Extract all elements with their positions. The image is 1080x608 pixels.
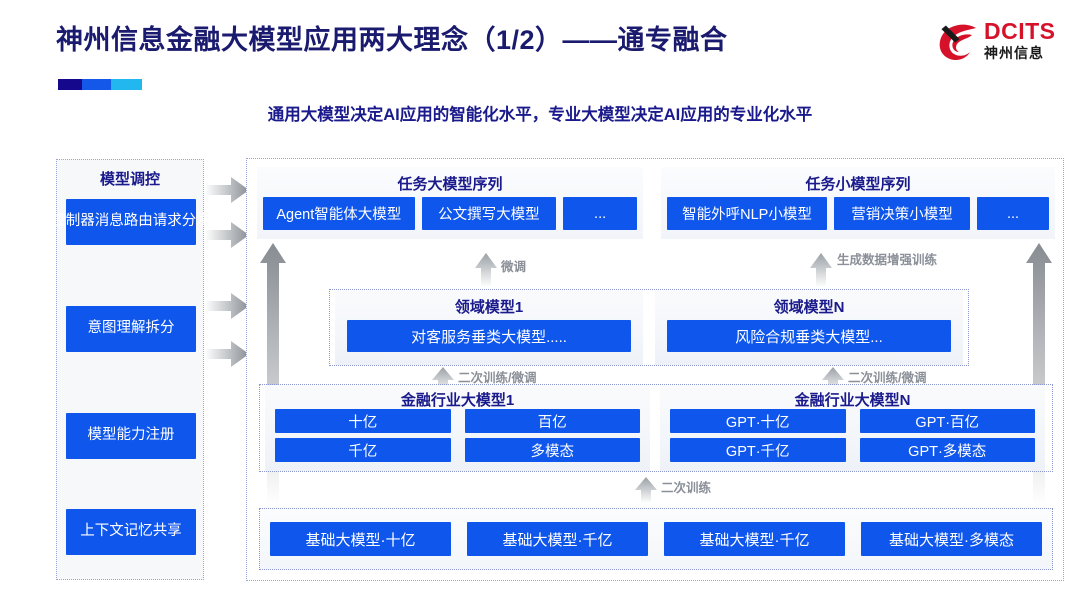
arrow-label-retrain-left: 二次训练/微调: [458, 371, 537, 385]
task-chip-more[interactable]: ...: [563, 197, 637, 230]
base-model-row: 基础大模型·十亿 基础大模型·千亿 基础大模型·千亿 基础大模型·多模态: [270, 522, 1042, 556]
task-chip-marketing[interactable]: 营销决策小模型: [834, 197, 970, 230]
flow-arrow-right-1: [205, 177, 249, 203]
industry-model-1-grid: 十亿 百亿 千亿 多模态: [275, 409, 640, 462]
arrow-label-second-train: 二次训练: [661, 481, 712, 495]
task-large-model-panel: 任务大模型序列 Agent智能体大模型 公文撰写大模型 ...: [257, 167, 643, 239]
control-item-context[interactable]: 上下文记忆共享: [66, 509, 196, 555]
base-model-3[interactable]: 基础大模型·多模态: [861, 522, 1042, 556]
flow-arrow-up-finetune-left: [475, 253, 497, 287]
control-item-router[interactable]: 控制器消息路由请求分发: [51, 199, 211, 245]
task-large-model-title: 任务大模型序列: [397, 176, 503, 193]
industry-1-cell-2[interactable]: 千亿: [275, 438, 451, 462]
industry-n-cell-1[interactable]: GPT·百亿: [859, 409, 1035, 433]
base-model-container: 基础大模型·十亿 基础大模型·千亿 基础大模型·千亿 基础大模型·多模态: [259, 508, 1053, 570]
task-small-model-panel: 任务小模型序列 智能外呼NLP小模型 营销决策小模型 ...: [661, 167, 1055, 239]
flow-arrow-up-retrain-left: [432, 367, 454, 393]
industry-n-cell-0[interactable]: GPT·十亿: [670, 409, 846, 433]
model-control-title: 模型调控: [99, 171, 160, 188]
flow-arrow-right-4: [205, 341, 249, 367]
task-chip-more-small[interactable]: ...: [977, 197, 1049, 230]
task-large-model-chip-row: Agent智能体大模型 公文撰写大模型 ...: [257, 197, 643, 230]
domain-model-1-chip[interactable]: 对客服务垂类大模型.....: [347, 320, 631, 352]
model-control-panel: 模型调控 控制器消息路由请求分发 意图理解拆分 模型能力注册 上下文记忆共享: [51, 159, 211, 580]
accent-segment-1: [58, 79, 83, 90]
page-title: 神州信息金融大模型应用两大理念（1/2）——通专融合: [56, 25, 728, 55]
industry-n-cell-2[interactable]: GPT·千亿: [670, 438, 846, 462]
control-item-intent[interactable]: 意图理解拆分: [66, 306, 196, 352]
flow-arrow-up-gen-data-right: [810, 253, 832, 287]
accent-segment-3: [110, 79, 142, 90]
flow-arrow-up-right-tall: [1026, 243, 1052, 505]
base-model-1[interactable]: 基础大模型·千亿: [467, 522, 648, 556]
domain-model-n-title: 领域模型N: [773, 299, 845, 316]
arrow-label-gen-data-right: 生成数据增强训练: [837, 253, 938, 267]
industry-model-1-panel: 金融行业大模型1 十亿 百亿 千亿 多模态: [265, 385, 650, 471]
logo-text-block: DCITS 神州信息: [984, 20, 1056, 62]
industry-1-cell-0[interactable]: 十亿: [275, 409, 451, 433]
flow-arrow-up-left-tall: [260, 243, 286, 505]
title-accent-bar: [58, 79, 142, 90]
architecture-container: 任务大模型序列 Agent智能体大模型 公文撰写大模型 ... 任务小模型序列 …: [246, 158, 1064, 581]
domain-model-1-panel: 领域模型1 对客服务垂类大模型.....: [335, 290, 643, 365]
accent-segment-2: [82, 79, 111, 90]
task-chip-nlp-outbound[interactable]: 智能外呼NLP小模型: [667, 197, 827, 230]
industry-model-n-grid: GPT·十亿 GPT·百亿 GPT·千亿 GPT·多模态: [670, 409, 1035, 462]
control-item-registry[interactable]: 模型能力注册: [66, 413, 196, 459]
arrow-label-finetune-left: 微调: [501, 260, 527, 274]
logo-brand-cn: 神州信息: [984, 45, 1044, 61]
task-chip-doc-writing[interactable]: 公文撰写大模型: [421, 197, 557, 230]
logo-brand: DCITS: [984, 18, 1056, 44]
industry-1-cell-3[interactable]: 多模态: [464, 438, 640, 462]
flow-arrow-right-3: [205, 293, 249, 319]
industry-n-cell-3[interactable]: GPT·多模态: [859, 438, 1035, 462]
flow-arrow-right-2: [205, 222, 249, 248]
industry-model-container: 金融行业大模型1 十亿 百亿 千亿 多模态 金融行业大模型N GPT·十亿 GP…: [259, 384, 1053, 472]
flow-arrow-up-retrain-right: [822, 367, 844, 393]
dcits-swirl-icon: [939, 24, 976, 61]
industry-model-n-panel: 金融行业大模型N GPT·十亿 GPT·百亿 GPT·千亿 GPT·多模态: [660, 385, 1045, 471]
task-small-model-title: 任务小模型序列: [805, 176, 911, 193]
domain-model-container: 领域模型1 对客服务垂类大模型..... 领域模型N 风险合规垂类大模型...: [329, 289, 969, 366]
industry-1-cell-1[interactable]: 百亿: [464, 409, 640, 433]
base-model-0[interactable]: 基础大模型·十亿: [270, 522, 451, 556]
industry-model-n-title: 金融行业大模型N: [794, 392, 911, 409]
industry-model-1-title: 金融行业大模型1: [400, 392, 515, 409]
domain-model-1-title: 领域模型1: [454, 299, 524, 316]
page-subtitle: 通用大模型决定AI应用的智能化水平，专业大模型决定AI应用的专业化水平: [267, 106, 813, 124]
task-small-model-chip-row: 智能外呼NLP小模型 营销决策小模型 ...: [661, 197, 1055, 230]
domain-model-n-panel: 领域模型N 风险合规垂类大模型...: [655, 290, 963, 365]
flow-arrow-up-second-train: [635, 477, 657, 503]
base-model-2[interactable]: 基础大模型·千亿: [664, 522, 845, 556]
domain-model-n-chip[interactable]: 风险合规垂类大模型...: [667, 320, 951, 352]
task-chip-agent[interactable]: Agent智能体大模型: [263, 197, 415, 230]
arrow-label-retrain-right: 二次训练/微调: [848, 371, 927, 385]
dcits-logo: DCITS 神州信息: [936, 18, 1064, 70]
